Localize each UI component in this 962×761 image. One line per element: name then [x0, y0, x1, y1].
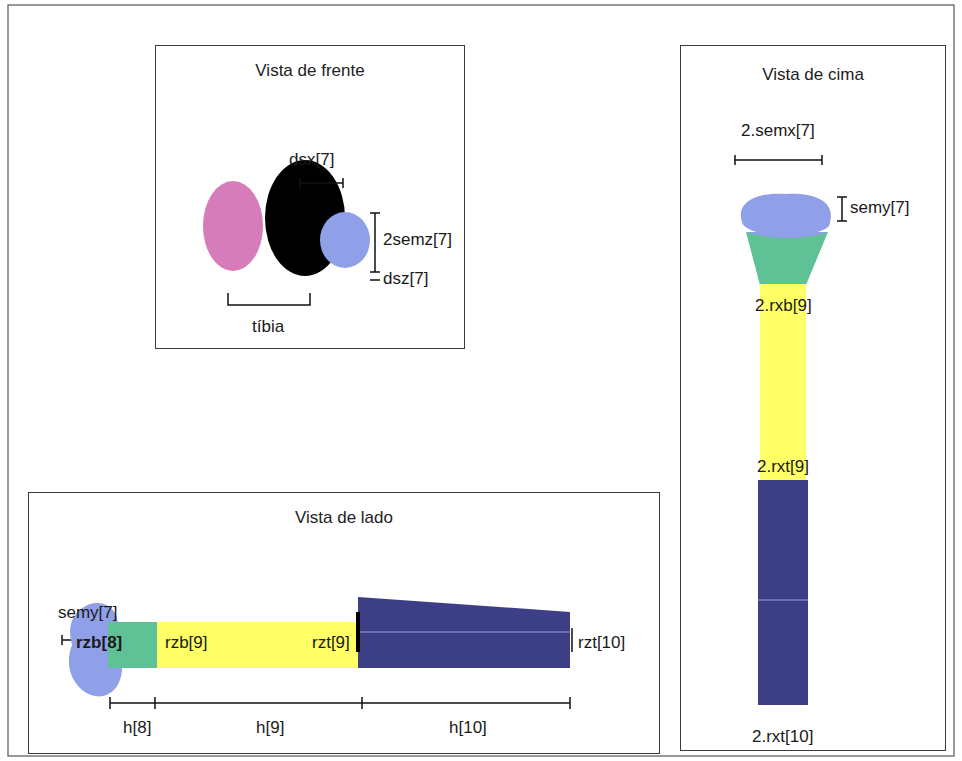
dimension-label: h[8] [123, 718, 151, 738]
dimension-label: rzt[9] [312, 633, 350, 653]
blue-section [320, 212, 370, 268]
foot-edge [746, 232, 828, 238]
thigh-side [358, 597, 570, 668]
dimension-label: 2.semx[7] [741, 121, 815, 141]
dimension-label: rzb[8] [76, 633, 122, 653]
dimension-label: 2.rxt[10] [752, 727, 813, 747]
view-panel: Vista de cima [680, 45, 946, 751]
panel-title: Vista de frente [156, 61, 464, 81]
dimension-label: semy[7] [850, 198, 910, 218]
shank-side [157, 622, 358, 668]
dimension-label: rzb[9] [165, 633, 208, 653]
panel-title: Vista de cima [681, 65, 945, 85]
dimension-label: h[9] [256, 718, 284, 738]
dimension-label: semy[7] [58, 603, 118, 623]
thigh-line [358, 631, 570, 633]
thigh-line [758, 599, 808, 601]
dimension-label: dsx[7] [289, 150, 334, 170]
dimension-label: h[10] [449, 718, 487, 738]
knee-mark [356, 612, 360, 652]
thigh-top [758, 480, 808, 705]
dimension-label: 2.rxb[9] [755, 296, 812, 316]
outer-frame [8, 5, 954, 756]
dimension-brackets [62, 155, 847, 709]
pink-bone [203, 181, 263, 271]
dimension-label: rzt[10] [578, 633, 625, 653]
dimension-label: tíbia [252, 317, 284, 337]
panel-title: Vista de lado [29, 508, 659, 528]
foot-top [741, 194, 831, 236]
view-panel: Vista de lado [28, 492, 660, 754]
dimension-label: 2.rxt[9] [757, 457, 809, 477]
dimension-label: dsz[7] [383, 269, 428, 289]
ankle-top [746, 232, 828, 285]
dimension-label: 2semz[7] [383, 230, 452, 250]
view-panel: Vista de frente [155, 45, 465, 349]
